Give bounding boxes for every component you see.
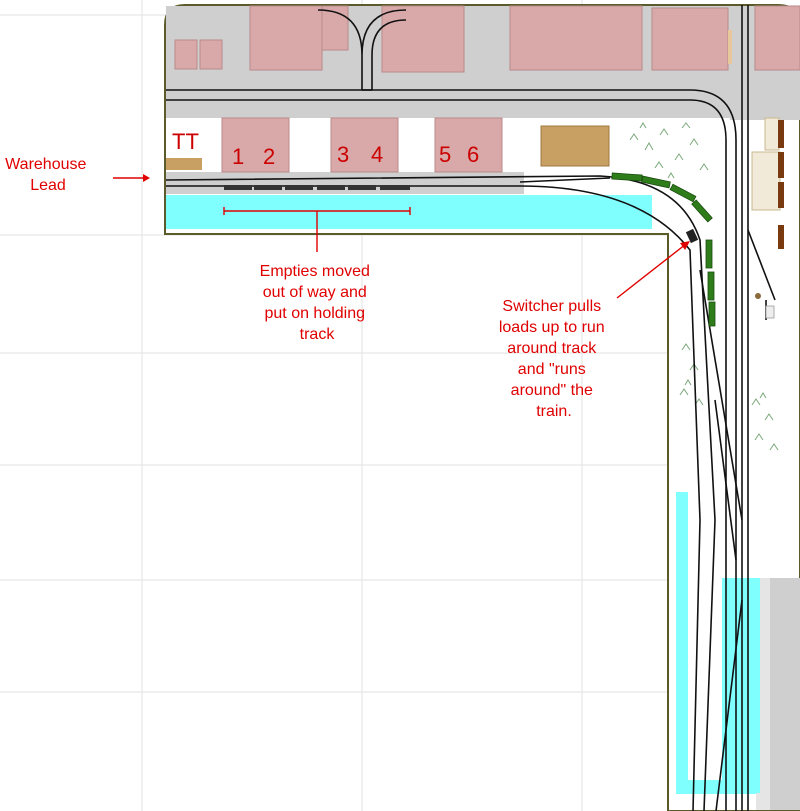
switcher-note: Switcher pulls loads up to run around tr…: [499, 298, 609, 420]
warehouse-lead-label: Warehouse Lead: [5, 156, 91, 194]
turntable-platform: [166, 158, 202, 170]
yard-cars: [778, 120, 784, 249]
rail-cars: [224, 30, 784, 327]
building: [321, 5, 349, 51]
annotations: Warehouse Lead Empties moved out of way …: [5, 156, 690, 420]
building: [199, 39, 223, 70]
turntable-label: TT: [172, 129, 199, 154]
empties-bracket: [223, 207, 411, 252]
empties-note: Empties moved out of way and put on hold…: [260, 263, 375, 343]
tracks: [165, 5, 776, 811]
empty-cars: [224, 185, 410, 190]
loaded-cars: [611, 172, 716, 327]
building: [381, 5, 465, 73]
building: [249, 5, 323, 71]
industry-labels: TT 1 2 3 4 5 6: [172, 129, 479, 169]
platform: [764, 117, 780, 151]
warehouse-1-2: [221, 117, 290, 173]
warehouse-3-4: [330, 117, 399, 173]
industry-3-label: 3: [337, 142, 349, 167]
industry-6-label: 6: [467, 142, 479, 167]
building: [509, 5, 643, 71]
industry-4-label: 4: [371, 142, 383, 167]
building: [754, 5, 800, 71]
building: [174, 39, 198, 70]
warehouse-5-6: [434, 117, 503, 173]
barrel-icon: [755, 293, 761, 299]
platform: [751, 151, 781, 211]
industry-2-label: 2: [263, 144, 275, 169]
building: [651, 7, 729, 71]
industry-5-label: 5: [439, 142, 451, 167]
loading-dock: [540, 125, 610, 167]
switcher-arrow: [616, 241, 690, 299]
small-building: [728, 30, 732, 64]
industry-1-label: 1: [232, 144, 244, 169]
warehouse-lead-arrow: [113, 174, 150, 182]
water: [166, 195, 760, 794]
switcher-engine: [685, 228, 699, 244]
small-shed: [765, 305, 775, 319]
buildings: [174, 5, 800, 173]
